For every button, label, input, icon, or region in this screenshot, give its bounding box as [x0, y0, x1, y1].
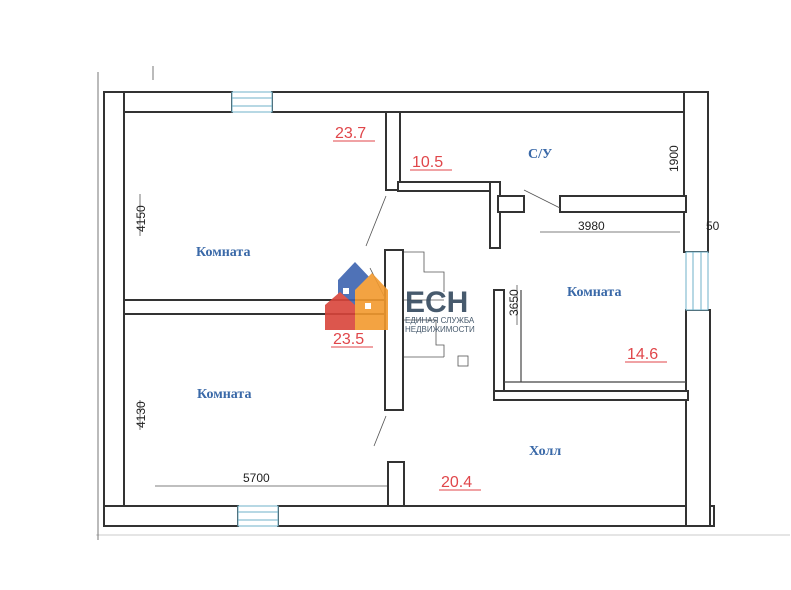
watermark-line-2: НЕДВИЖИМОСТИ	[405, 325, 475, 334]
watermark-logo: ЕСН ЕДИНАЯ СЛУЖБА НЕДВИЖИМОСТИ	[325, 262, 475, 334]
windows	[231, 91, 709, 527]
staircase	[404, 251, 469, 367]
dimension-lines	[96, 66, 790, 540]
wc-name: С/У	[528, 147, 552, 162]
watermark-line-1: ЕДИНАЯ СЛУЖБА	[405, 316, 475, 325]
dim-top-left-height: 4150	[134, 205, 148, 232]
dim-bottom-left-width: 5700	[243, 471, 270, 485]
window-top	[231, 91, 273, 113]
room-bottom-left-name: Комната	[197, 387, 251, 402]
room-right-name: Комната	[567, 285, 621, 300]
room-labels: Комната С/У Комната Комната Холл	[196, 147, 621, 459]
dimension-labels: 4150 4130 5700 1900 3980 3650 50	[134, 145, 720, 485]
inner-walls	[123, 111, 689, 507]
house-logo-icon	[325, 262, 388, 330]
dim-right-edge: 50	[706, 219, 720, 233]
dim-right-room-height: 3650	[507, 289, 521, 316]
window-bottom	[237, 505, 279, 527]
dim-bottom-left-height: 4130	[134, 401, 148, 428]
hall-name: Холл	[529, 444, 561, 459]
dim-wc-height: 1900	[667, 145, 681, 172]
window-right	[685, 251, 709, 311]
hall-area: 20.4	[441, 474, 472, 491]
area-labels: 23.7 10.5 23.5 14.6 20.4	[331, 125, 667, 491]
room-top-left-name: Комната	[196, 245, 250, 260]
room-right-area: 14.6	[627, 346, 658, 363]
wc-area: 10.5	[412, 154, 443, 171]
room-top-left-area: 23.7	[335, 125, 366, 142]
watermark-logo-text: ЕСН	[405, 286, 468, 319]
dim-right-room-width: 3980	[578, 219, 605, 233]
room-bottom-left-area: 23.5	[333, 331, 364, 348]
